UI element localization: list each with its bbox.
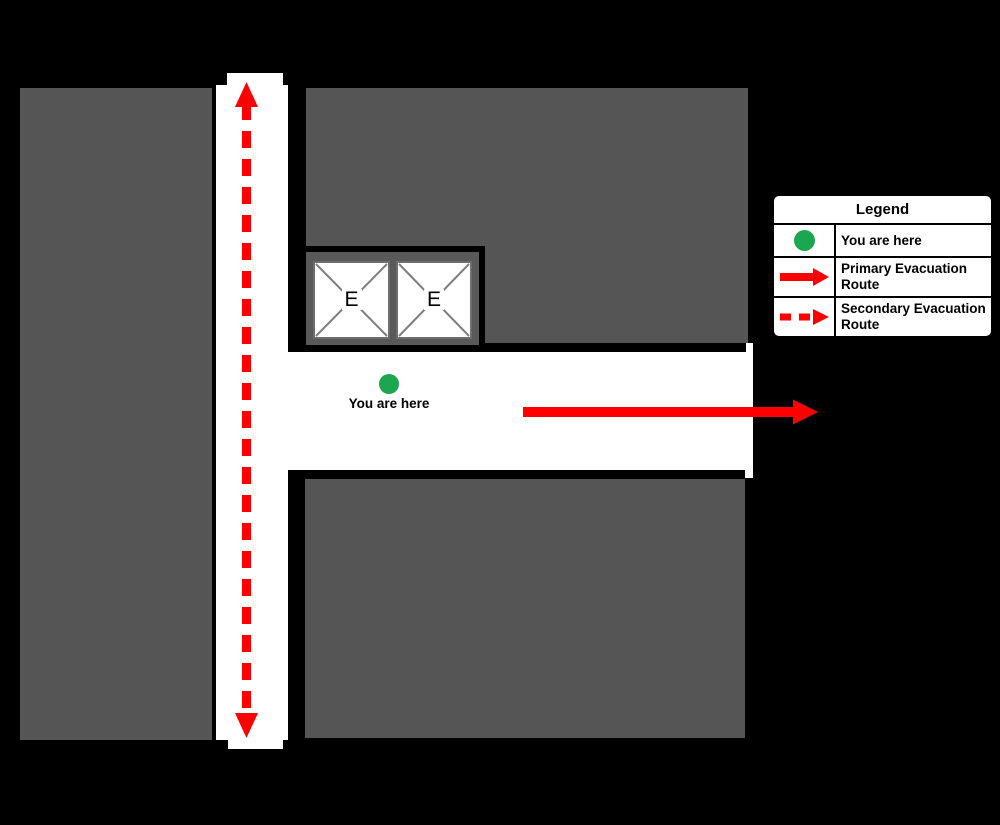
legend-label: You are here	[834, 225, 991, 256]
legend-label: Secondary Evacuation Route	[834, 298, 991, 336]
horizontal-corridor	[216, 352, 753, 470]
legend-symbol-cell	[774, 298, 834, 336]
legend-title: Legend	[855, 201, 910, 218]
legend-label: Primary Evacuation Route	[834, 258, 991, 296]
legend-symbol-cell	[774, 225, 834, 256]
you-are-here-label: You are here	[348, 396, 430, 411]
east-exit-opening-top	[746, 343, 753, 352]
secondary-route-arrow-icon	[780, 308, 829, 325]
legend-panel: Legend You are here Primary Evacuation R…	[771, 193, 994, 339]
elevator-letter: E	[423, 289, 445, 311]
east-exit-opening-bottom	[745, 470, 753, 478]
legend-symbol-cell	[774, 258, 834, 296]
room-left-wing	[20, 88, 212, 740]
south-exit-opening	[228, 740, 283, 749]
legend-row-you-are-here: You are here	[774, 223, 991, 256]
elevator-2: E	[396, 261, 472, 339]
primary-route-arrow-icon	[780, 268, 829, 286]
elevator-1: E	[313, 261, 390, 339]
legend-row-primary-route: Primary Evacuation Route	[774, 256, 991, 296]
you-are-here-dot	[379, 374, 399, 394]
legend-row-secondary-route: Secondary Evacuation Route	[774, 296, 991, 336]
you-are-here-dot-icon	[793, 230, 815, 251]
north-exit-opening	[227, 73, 283, 87]
elevator-letter: E	[341, 289, 362, 311]
room-lower-right	[305, 479, 745, 738]
